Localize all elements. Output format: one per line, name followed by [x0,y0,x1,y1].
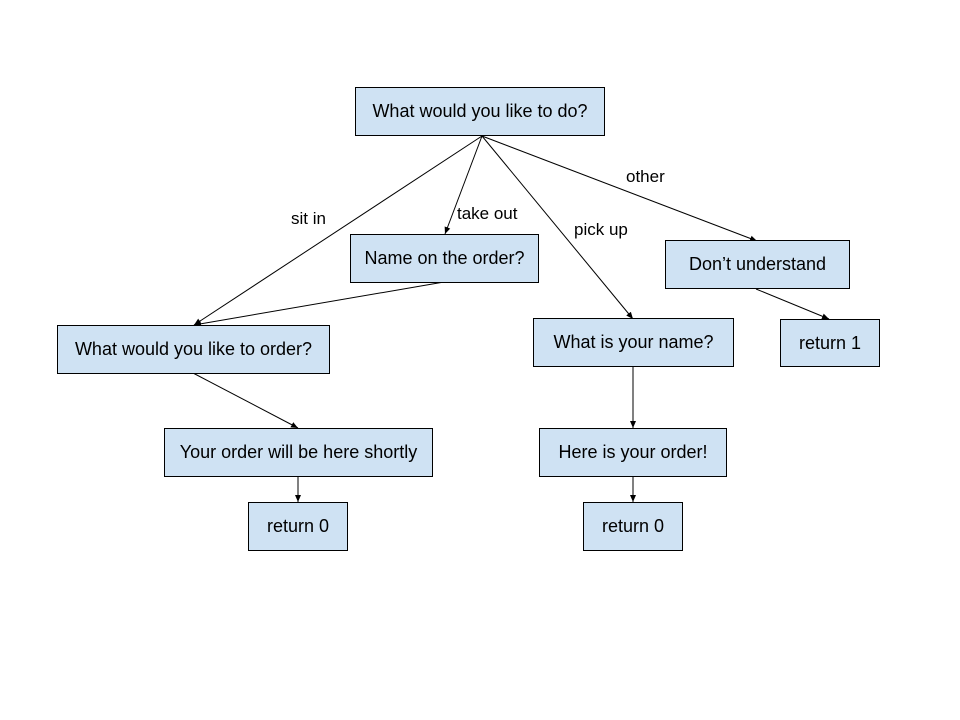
edge-order-to-shortly [192,372,299,429]
edge-sit-in [193,135,483,326]
node-order-shortly: Your order will be here shortly [164,428,433,477]
node-here-order: Here is your order! [539,428,727,477]
edge-label-sit-in: sit in [291,209,326,228]
node-name-on-order: Name on the order? [350,234,539,283]
edge-label-other: other [626,167,665,186]
node-start: What would you like to do? [355,87,605,136]
node-dont-understand: Don’t understand [665,240,850,289]
node-return-0-left: return 0 [248,502,348,551]
edge-dont-to-return [755,288,830,320]
edge-name-to-order [193,281,445,327]
edge-label-pick-up: pick up [574,220,628,239]
edge-label-take-out: take out [457,204,518,223]
node-what-name: What is your name? [533,318,734,367]
node-return-0-mid: return 0 [583,502,683,551]
node-return-1: return 1 [780,319,880,367]
edge-pick-up [481,135,634,320]
edge-take-out [444,135,483,235]
edge-other [481,135,758,242]
node-what-order: What would you like to order? [57,325,330,374]
